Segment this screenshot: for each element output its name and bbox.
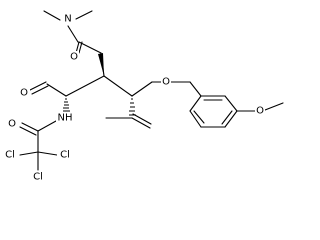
atom-o-amide-label: O — [70, 52, 78, 63]
bond-tca-co-b — [19, 126, 37, 136]
atom-cl-2: Cl — [57, 149, 73, 161]
bond-ch2-ring — [189, 81, 202, 97]
atom-cl-2-label: Cl — [60, 150, 70, 161]
bond-cho-c2 — [46, 83, 67, 97]
stereo-bonds — [63, 53, 136, 116]
atom-o-trichloroacetyl-label: O — [8, 119, 16, 130]
molecule-structure: N O O NH O O O — [2, 10, 284, 183]
bond-isopropenyl-ch2-a — [131, 117, 151, 129]
bond-c3-c4 — [103, 75, 133, 97]
ring-bond-6 — [189, 95, 202, 112]
bond-nh-carbonyl — [37, 120, 57, 132]
atom-n-amide-label: N — [64, 14, 71, 25]
bond-n-carbonyl — [67, 25, 79, 43]
bond-nme-right — [75, 10, 93, 20]
ring-bond-3 — [224, 110, 238, 128]
bond-ald-co-b — [31, 85, 49, 95]
atom-o-trichloroacetyl: O — [6, 118, 18, 130]
bond-omethoxy-ch3 — [264, 102, 284, 111]
bond-tca-co-a — [21, 122, 39, 132]
bond-ald-co-a — [29, 81, 47, 91]
bond-nme-left — [43, 10, 61, 21]
bond-isopropenyl-ch2-b — [132, 113, 152, 125]
atom-o-methoxy-label: O — [256, 106, 264, 117]
hashed-bond-c2-nh — [63, 98, 70, 112]
bond-c2-c3 — [65, 75, 105, 97]
wedge-bond-c3-ch2 — [98, 53, 104, 76]
bond-carbonyl-ch2 — [78, 41, 102, 54]
ring-bond-2 — [224, 95, 238, 112]
ring-inner-3 — [193, 110, 205, 124]
atom-cl-3-label: Cl — [33, 172, 43, 183]
atom-o-aldehyde: O — [18, 87, 30, 99]
hashed-bond-c4-isopropenyl — [129, 98, 136, 116]
ring-bond-5 — [189, 110, 202, 128]
atom-o-ether: O — [161, 76, 171, 88]
atom-cl-3: Cl — [30, 171, 46, 183]
atom-n-amide: N — [63, 13, 73, 25]
bond-c-cl2 — [37, 151, 58, 156]
atom-nh-label: NH — [58, 113, 73, 124]
bond-lines — [19, 10, 284, 171]
structure-canvas: N O O NH O O O — [2, 10, 284, 183]
atom-o-aldehyde-label: O — [20, 88, 28, 99]
atom-labels: N O O NH O O O — [2, 13, 265, 183]
atom-o-ether-label: O — [162, 77, 170, 88]
atom-nh: NH — [56, 112, 74, 124]
ring-inner-2 — [221, 110, 233, 125]
atom-o-amide: O — [69, 51, 79, 63]
atom-cl-1: Cl — [2, 149, 18, 161]
bond-c4-ch2 — [131, 81, 153, 97]
bond-c-cl1 — [19, 151, 39, 156]
atom-cl-1-label: Cl — [5, 150, 15, 161]
atom-o-methoxy: O — [255, 105, 265, 117]
